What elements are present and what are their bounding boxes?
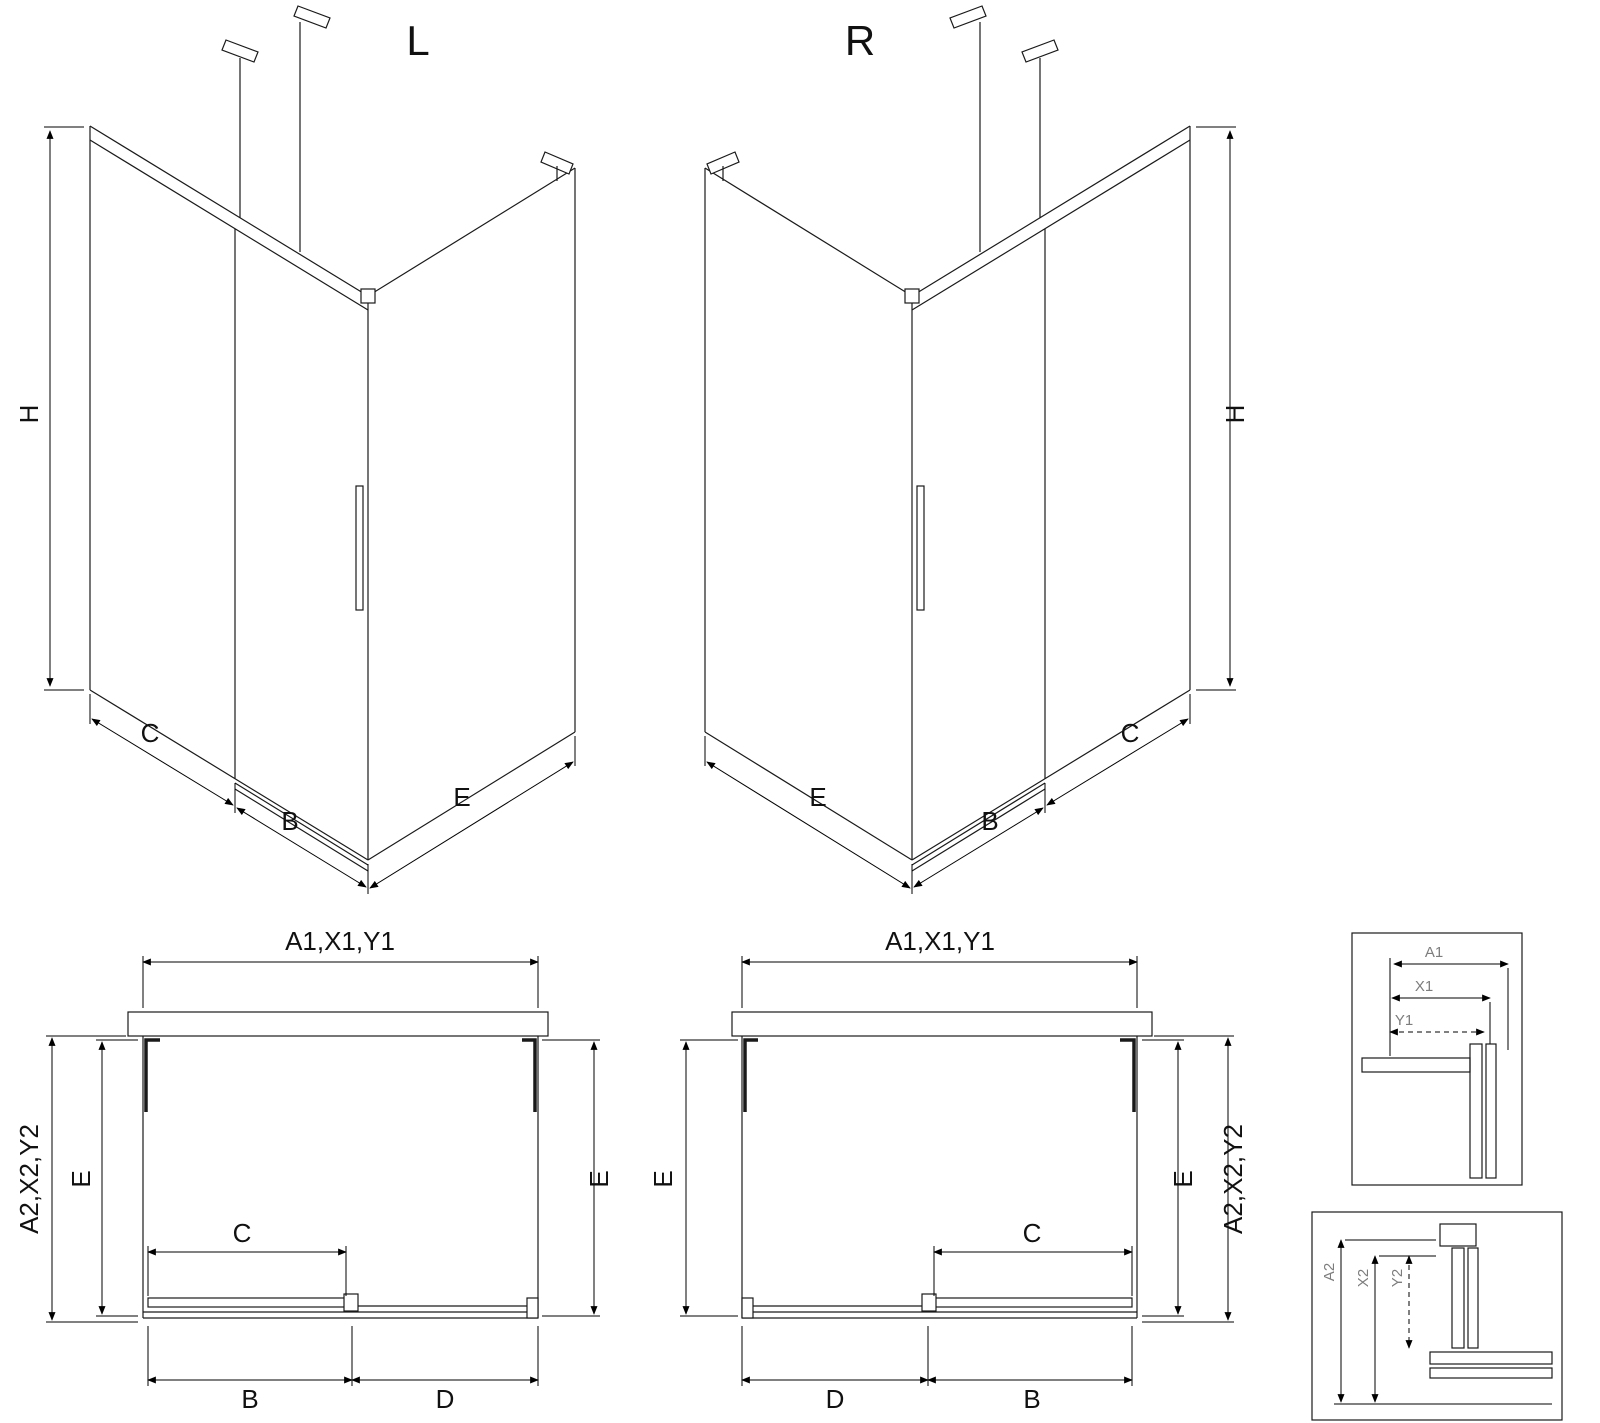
dim-label-b-left: B — [281, 806, 298, 836]
plan-left-sliding-door — [147, 1297, 349, 1308]
plan-right-wall-section — [731, 1011, 1153, 1037]
dim-label-a1x1y1-left: A1,X1,Y1 — [285, 926, 395, 956]
iso-left-glass-panels — [89, 125, 576, 872]
dim-label-h-right: H — [1220, 405, 1250, 424]
iso-left-corner-connector — [360, 288, 376, 304]
plan-left-door-stop — [343, 1293, 359, 1312]
dim-label-e-right: E — [809, 782, 826, 812]
dim-label-a2x2y2-left: A2,X2,Y2 — [14, 1124, 44, 1234]
iso-left-side-bracket — [540, 151, 574, 175]
detail-bottom-bracket — [1439, 1223, 1477, 1247]
iso-right-title: R — [845, 17, 875, 64]
plan-right-wall-profile-left — [743, 1038, 758, 1112]
detail-label-y2: Y2 — [1389, 1269, 1406, 1287]
detail-bottom-profile — [1429, 1223, 1553, 1379]
plan-left-wall-profile-left — [144, 1038, 160, 1112]
dim-label-c-left: C — [141, 718, 160, 748]
detail-bottom-dimensions: A2 X2 Y2 — [1321, 1239, 1552, 1405]
plan-right-dimensions: A1,X1,Y1 A2,X2,Y2 E E C D B — [648, 926, 1248, 1414]
dim-label-c-plan-right: C — [1023, 1218, 1042, 1248]
iso-right-dimensions: H C B E — [704, 126, 1250, 894]
dim-label-e-outer-left: E — [584, 1170, 614, 1187]
iso-view-left: L H — [14, 5, 576, 894]
iso-right-side-bracket — [706, 151, 740, 175]
iso-left-support-bars — [221, 5, 574, 252]
dim-label-b-right: B — [981, 806, 998, 836]
dim-label-b-plan-left: B — [241, 1384, 258, 1414]
iso-right-support-bars — [706, 5, 1059, 252]
detail-top-wall-profile — [1361, 1057, 1471, 1073]
dim-label-d-plan-right: D — [826, 1384, 845, 1414]
plan-left-structure — [127, 1011, 549, 1319]
detail-label-y1: Y1 — [1395, 1012, 1413, 1029]
dim-label-a2x2y2-right: A2,X2,Y2 — [1218, 1124, 1248, 1234]
iso-view-right: R H — [704, 5, 1250, 894]
plan-right-wall-profile-right — [1120, 1038, 1136, 1112]
iso-right-wall-bracket — [1021, 39, 1059, 63]
detail-bottom-frame — [1311, 1211, 1563, 1421]
detail-bottom-glass-section — [1451, 1247, 1465, 1349]
detail-bottom-rail-profile — [1429, 1351, 1553, 1365]
dim-label-h-left: H — [14, 405, 44, 424]
iso-right-door-handle — [916, 485, 925, 611]
iso-left-ceiling-bracket — [293, 5, 331, 29]
iso-left-dimensions: H C B E — [14, 126, 576, 894]
plan-left-wall-section — [127, 1011, 549, 1037]
plan-left-corner-profile — [526, 1297, 539, 1319]
detail-top-glass-section — [1469, 1043, 1483, 1179]
dim-label-e-outer-right: E — [648, 1170, 678, 1187]
dim-label-e-inner-right: E — [1168, 1170, 1198, 1187]
dim-label-e-inner-left: E — [66, 1170, 96, 1187]
dim-label-e-left: E — [453, 782, 470, 812]
detail-view-top: A1 X1 Y1 — [1351, 932, 1523, 1186]
iso-left-title: L — [406, 17, 429, 64]
plan-right-structure — [731, 1011, 1153, 1319]
iso-right-glass-panels — [704, 125, 1191, 872]
detail-top-profile — [1361, 1043, 1497, 1179]
detail-bottom-frame-profile — [1467, 1247, 1479, 1349]
plan-right-sliding-door — [931, 1297, 1133, 1308]
detail-bottom-rail-base — [1429, 1367, 1553, 1379]
plan-view-right: A1,X1,Y1 A2,X2,Y2 E E C D B — [648, 926, 1248, 1414]
detail-top-frame-profile — [1485, 1043, 1497, 1179]
detail-top-dimensions: A1 X1 Y1 — [1389, 944, 1509, 1056]
iso-left-door-handle — [355, 485, 364, 611]
detail-view-bottom: A2 X2 Y2 — [1311, 1211, 1563, 1421]
detail-label-x1: X1 — [1415, 978, 1433, 995]
iso-right-corner-connector — [904, 288, 920, 304]
plan-view-left: A1,X1,Y1 A2,X2,Y2 E E C B D — [14, 926, 614, 1414]
dim-label-d-plan-left: D — [436, 1384, 455, 1414]
plan-right-corner-profile — [741, 1297, 754, 1319]
detail-label-a2: A2 — [1321, 1263, 1338, 1281]
plan-left-dimensions: A1,X1,Y1 A2,X2,Y2 E E C B D — [14, 926, 614, 1414]
plan-left-wall-profile-right — [522, 1038, 537, 1112]
detail-top-frame — [1351, 932, 1523, 1186]
iso-right-ceiling-bracket — [949, 5, 987, 29]
detail-label-a1: A1 — [1425, 944, 1443, 961]
plan-right-door-stop — [921, 1293, 937, 1312]
iso-left-wall-bracket — [221, 39, 259, 63]
dim-label-b-plan-right: B — [1023, 1384, 1040, 1414]
dim-label-c-plan-left: C — [233, 1218, 252, 1248]
dim-label-c-right: C — [1121, 718, 1140, 748]
detail-label-x2: X2 — [1355, 1269, 1372, 1287]
dim-label-a1x1y1-right: A1,X1,Y1 — [885, 926, 995, 956]
